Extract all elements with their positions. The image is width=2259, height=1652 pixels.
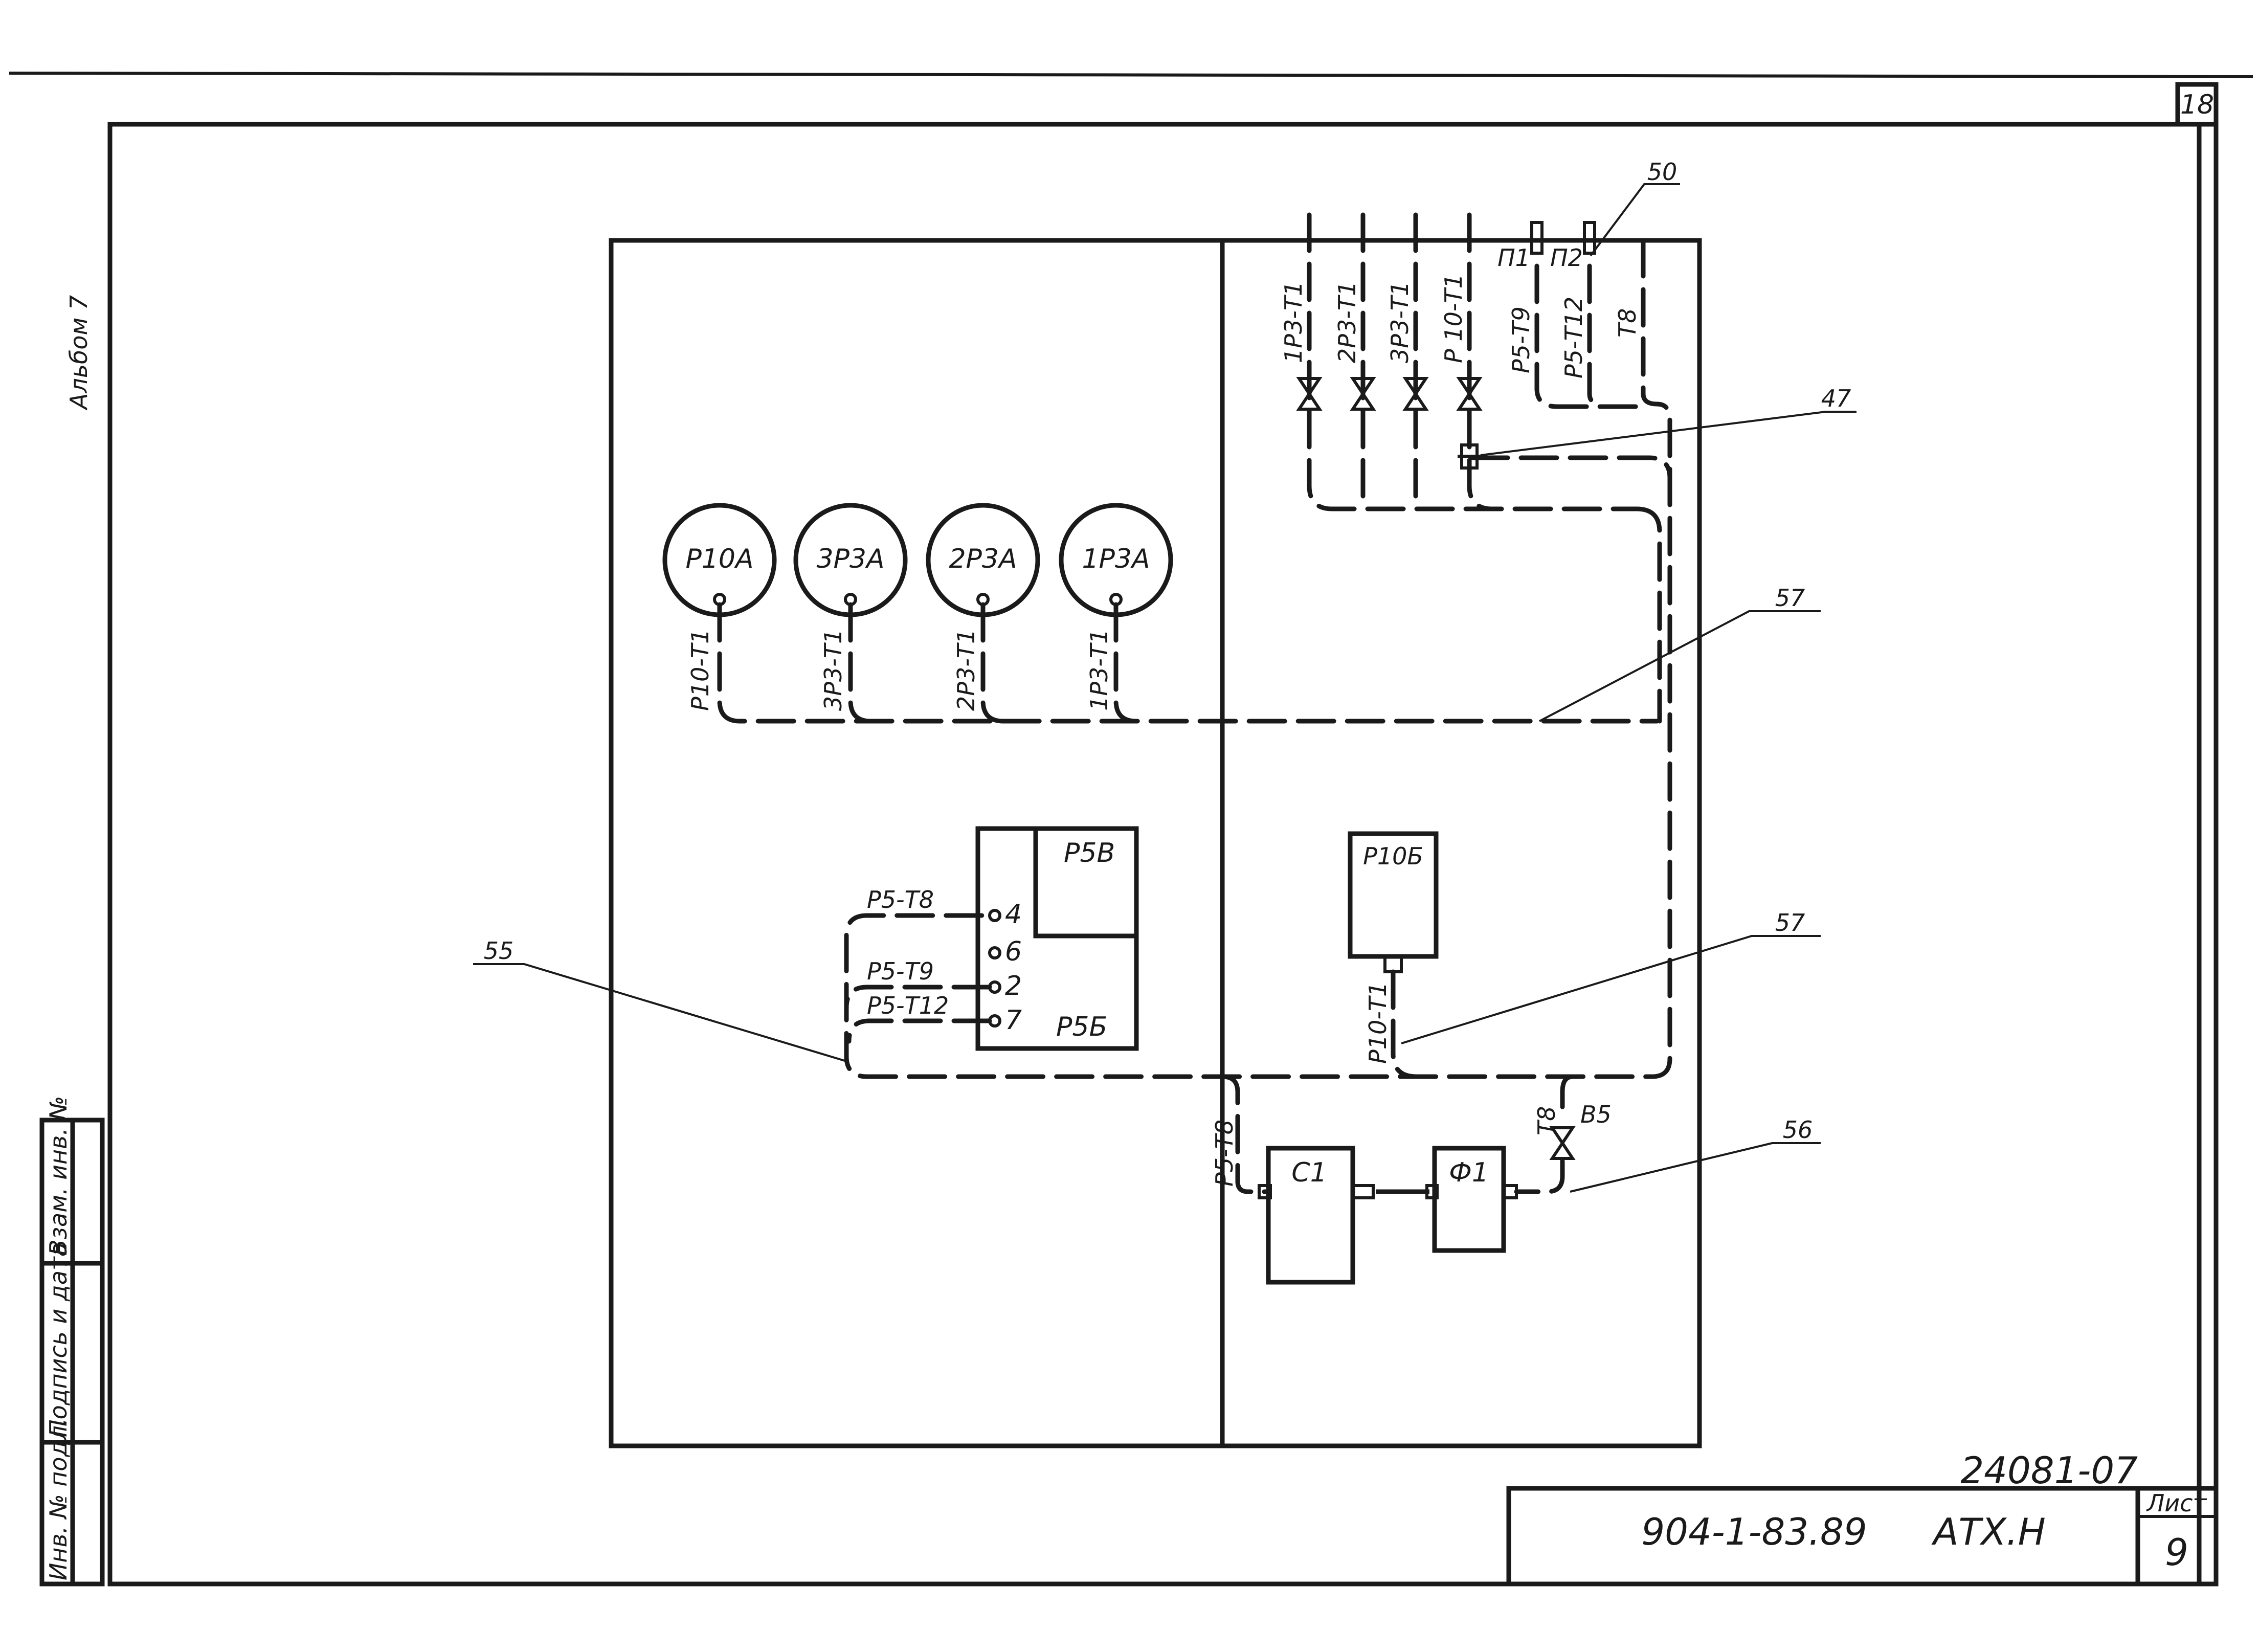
line-label: 2Р3-Т1 [1333, 281, 1361, 363]
filter-f1 [1425, 1146, 1518, 1253]
callout-50: 50 [1647, 158, 1678, 186]
line-label: Р10-Т1 [1364, 982, 1392, 1064]
sheet-label: Лист [2146, 1489, 2207, 1517]
title-block [1506, 1486, 2219, 1587]
line-label: 1Р3-Т1 [1085, 629, 1113, 711]
valve-symbols [1296, 377, 1483, 411]
gauge-label: 1Р3А [1082, 544, 1150, 574]
plug-p1 [1530, 221, 1544, 255]
cabinet-c1 [1258, 1146, 1375, 1285]
sheet-frame [9, 72, 2253, 1587]
callout-leaders [473, 183, 1857, 1193]
line-label: Р5-Т9 [1507, 306, 1535, 373]
line-label: 3Р3-Т1 [819, 629, 847, 711]
plug-label: П1 [1497, 244, 1530, 272]
device-p5 [975, 826, 1139, 1051]
archive-number: 24081-07 [1960, 1449, 2138, 1492]
line-label: 2Р3-Т1 [952, 629, 980, 711]
filter-f1-label: Ф1 [1449, 1157, 1489, 1188]
gauge-label: 2Р3А [949, 544, 1017, 574]
callout-57: 57 [1775, 584, 1805, 612]
valve-b5-label: В5 [1580, 1101, 1612, 1128]
p5-branch-lines [844, 985, 992, 1044]
callout-56: 56 [1783, 1116, 1813, 1144]
document-type: АТХ.Н [1931, 1510, 2046, 1553]
device-p5-bottom-label: Р5Б [1056, 1012, 1107, 1042]
plug-p2 [1583, 221, 1596, 255]
callout-57: 57 [1775, 909, 1805, 936]
line-label: Р5-Т12 [1560, 297, 1587, 378]
callout-47: 47 [1821, 385, 1851, 412]
stamp-signature-date: Подпись и дата [44, 1242, 72, 1437]
line-label: Т8 [1533, 1106, 1560, 1135]
gauge-label: 3Р3А [816, 544, 884, 574]
valve-b5 [1549, 1126, 1576, 1160]
plug-label: П2 [1550, 244, 1583, 272]
top-incoming-lines [844, 212, 1672, 1079]
stamp-original-inv: Инв. № подл. [44, 1418, 72, 1580]
gauge-label: Р10А [685, 544, 753, 574]
gauge-impulse-lines [717, 602, 1660, 724]
line-label: Р 10-Т1 [1440, 274, 1467, 363]
device-p5-top-label: Р5В [1064, 838, 1115, 868]
port-number: 7 [1005, 1005, 1022, 1036]
line-label: Р5-Т8 [867, 886, 934, 913]
sheet-number: 9 [2165, 1531, 2188, 1574]
side-stamp [39, 1118, 105, 1587]
line-label: Р5-Т12 [867, 992, 949, 1019]
cabinet-c1-label: С1 [1291, 1157, 1327, 1188]
device-p5-ports [988, 909, 1001, 1028]
port-number: 6 [1005, 936, 1022, 967]
page-number: 18 [2180, 90, 2214, 120]
port-number: 2 [1005, 971, 1022, 1001]
device-p10b-label: Р10Б [1363, 842, 1423, 870]
line-label: 3Р3-Т1 [1386, 281, 1414, 363]
panel-outline [609, 238, 1702, 1448]
line-label: 1Р3-Т1 [1280, 281, 1307, 363]
document-code: 904-1-83.89 [1641, 1510, 1867, 1553]
callout-55: 55 [484, 937, 514, 965]
tee-fitting [1458, 443, 1483, 470]
port-number: 4 [1005, 899, 1022, 930]
line-label: Р10-Т1 [686, 629, 714, 711]
lower-assembly-lines [1220, 1074, 1575, 1194]
stamp-replaced-inv: Взам. инв. № [44, 1096, 72, 1256]
line-label: Р5-Т9 [867, 957, 934, 985]
album-note: Альбом 7 [65, 295, 93, 411]
device-p10b [1348, 831, 1439, 1079]
line-label: Т8 [1614, 308, 1641, 338]
line-label: Р5-Т8 [1211, 1120, 1238, 1187]
